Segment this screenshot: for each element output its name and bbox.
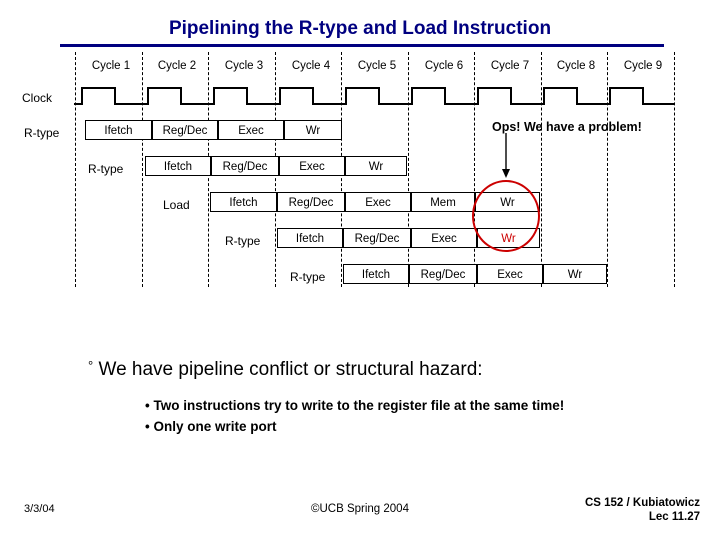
footer-course: CS 152 / Kubiatowicz Lec 11.27 bbox=[585, 496, 700, 524]
pipeline-stage-box: Reg/Dec bbox=[277, 192, 345, 212]
footer-date: 3/3/04 bbox=[24, 503, 55, 515]
cycle-label-1: Cycle 1 bbox=[91, 60, 131, 72]
cycle-label-4: Cycle 4 bbox=[291, 60, 331, 72]
cycle-separator bbox=[75, 52, 76, 287]
instruction-row-label: R-type bbox=[88, 162, 124, 176]
instruction-row-label: R-type bbox=[24, 126, 60, 140]
pipeline-stage-box: Reg/Dec bbox=[152, 120, 218, 140]
cycle-separator bbox=[142, 52, 143, 287]
cycle-label-5: Cycle 5 bbox=[357, 60, 397, 72]
cycle-separator bbox=[408, 52, 409, 287]
cycle-label-3: Cycle 3 bbox=[224, 60, 264, 72]
title-underline bbox=[60, 44, 664, 47]
cycle-separator bbox=[541, 52, 542, 287]
cycle-separator bbox=[674, 52, 675, 287]
main-bullet-marker: ° bbox=[88, 358, 94, 373]
sub-bullet: • Only one write port bbox=[145, 419, 277, 434]
pipeline-stage-box: Ifetch bbox=[277, 228, 343, 248]
cycle-label-8: Cycle 8 bbox=[556, 60, 596, 72]
pipeline-stage-box: Ifetch bbox=[145, 156, 211, 176]
cycle-label-9: Cycle 9 bbox=[623, 60, 663, 72]
instruction-row-label: R-type bbox=[290, 270, 326, 284]
pipeline-stage-box: Wr bbox=[284, 120, 342, 140]
main-bullet-text: We have pipeline conflict or structural … bbox=[98, 359, 483, 380]
pipeline-stage-box: Exec bbox=[477, 264, 543, 284]
main-bullet: ° We have pipeline conflict or structura… bbox=[88, 358, 483, 381]
instruction-row-label: R-type bbox=[225, 234, 261, 248]
clock-label: Clock bbox=[22, 91, 53, 105]
instruction-row-label: Load bbox=[163, 198, 190, 212]
pipeline-stage-box: Exec bbox=[411, 228, 477, 248]
pipeline-stage-box: Wr bbox=[345, 156, 407, 176]
cycle-separator bbox=[474, 52, 475, 287]
footer-course-line2: Lec 11.27 bbox=[648, 511, 700, 523]
pipeline-stage-box: Reg/Dec bbox=[211, 156, 279, 176]
pipeline-stage-box: Ifetch bbox=[210, 192, 277, 212]
sub-bullet-marker: • bbox=[145, 398, 150, 413]
sub-bullet: • Two instructions try to write to the r… bbox=[145, 398, 564, 413]
sub-bullet-text: Only one write port bbox=[149, 419, 277, 434]
pipeline-stage-box: Mem bbox=[411, 192, 475, 212]
cycle-label-2: Cycle 2 bbox=[157, 60, 197, 72]
sub-bullet-marker: • bbox=[145, 419, 150, 434]
pipeline-stage-box: Wr bbox=[543, 264, 607, 284]
footer-copyright: ©UCB Spring 2004 bbox=[311, 503, 409, 515]
page-title: Pipelining the R-type and Load Instructi… bbox=[168, 18, 552, 39]
down-arrow-icon bbox=[502, 133, 510, 178]
pipeline-stage-box: Ifetch bbox=[85, 120, 152, 140]
pipeline-stage-box: Reg/Dec bbox=[343, 228, 411, 248]
cycle-separator bbox=[607, 52, 608, 287]
pipeline-stage-box: Exec bbox=[345, 192, 411, 212]
pipeline-stage-box: Reg/Dec bbox=[409, 264, 477, 284]
hazard-highlight-ellipse bbox=[472, 180, 540, 252]
sub-bullet-text: Two instructions try to write to the reg… bbox=[149, 398, 565, 413]
cycle-label-6: Cycle 6 bbox=[424, 60, 464, 72]
cycle-label-7: Cycle 7 bbox=[490, 60, 530, 72]
pipeline-stage-box: Exec bbox=[218, 120, 284, 140]
footer-course-line1: CS 152 / Kubiatowicz bbox=[584, 497, 700, 509]
pipeline-stage-box: Ifetch bbox=[343, 264, 409, 284]
clock-waveform-icon bbox=[74, 87, 674, 105]
annotation-text: Ops! We have a problem! bbox=[492, 120, 642, 134]
pipeline-stage-box: Exec bbox=[279, 156, 345, 176]
